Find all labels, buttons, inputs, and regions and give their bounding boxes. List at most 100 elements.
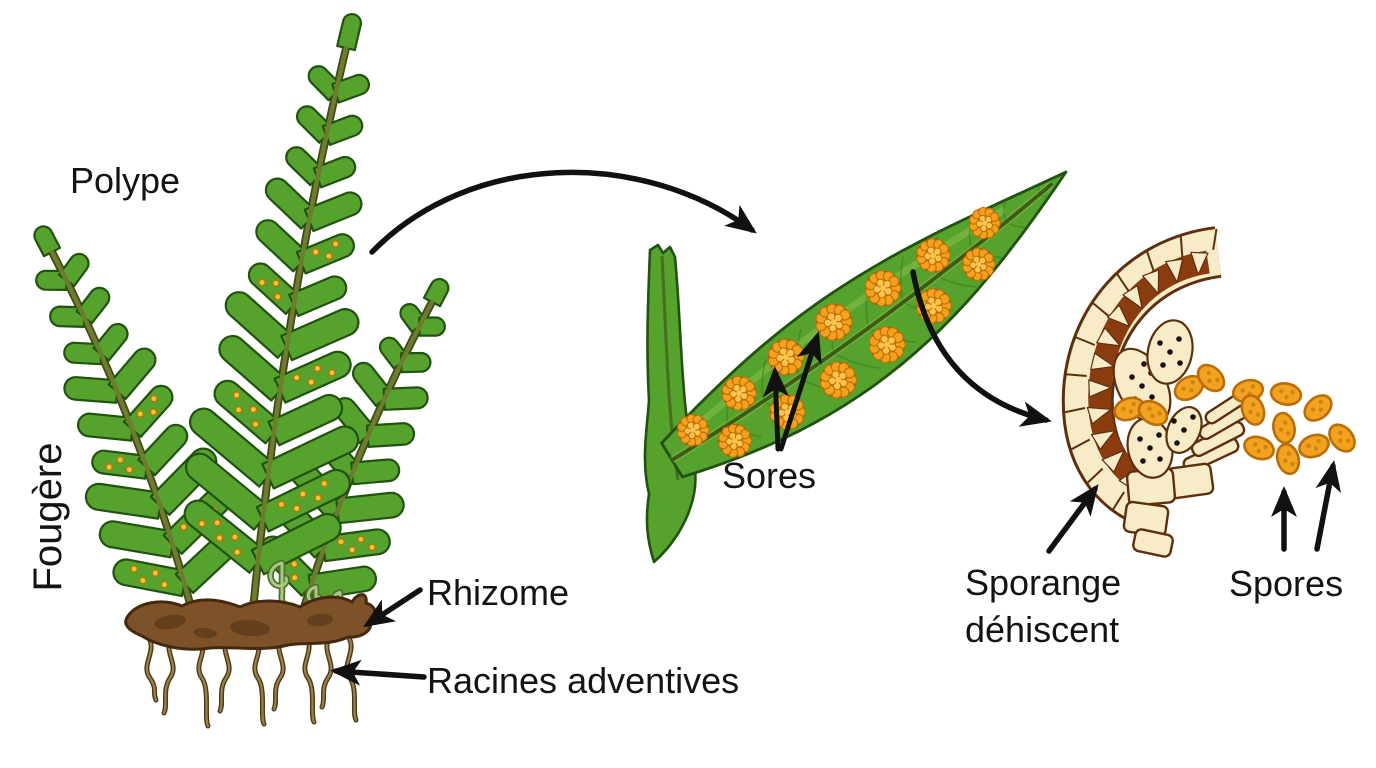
sporangium-cell-divider bbox=[1092, 302, 1110, 318]
cell-dot bbox=[1149, 394, 1155, 400]
fern-pinna bbox=[98, 520, 176, 559]
fern-pinna bbox=[63, 376, 120, 404]
fern-sorus-dot bbox=[277, 500, 286, 509]
annulus-tooth bbox=[1107, 304, 1130, 327]
sporangium-cell-divider bbox=[1070, 438, 1091, 451]
annulus-tooth bbox=[1122, 285, 1143, 310]
fern-pinna bbox=[307, 565, 378, 601]
fern-pinna bbox=[218, 334, 290, 402]
adventitious-root-core bbox=[320, 634, 333, 709]
fern-pinna bbox=[295, 233, 355, 275]
sporangium-cell-divider bbox=[1086, 467, 1104, 484]
spore bbox=[1137, 399, 1169, 427]
cell-dot bbox=[1157, 456, 1163, 462]
spore bbox=[1243, 435, 1275, 461]
sorus-cluster bbox=[721, 375, 757, 412]
fern-pinna bbox=[273, 350, 352, 404]
rhizome-texture bbox=[154, 614, 186, 630]
spore bbox=[1275, 442, 1301, 476]
spore bbox=[1303, 394, 1333, 422]
sporangium-cell-divider bbox=[1146, 251, 1155, 272]
fern-sorus-dot bbox=[337, 538, 345, 546]
fern-sorus-dot bbox=[215, 534, 224, 542]
fern-pinna bbox=[255, 219, 311, 273]
fern-pinna bbox=[366, 422, 416, 448]
frond-stem bbox=[49, 249, 198, 625]
arrow-frond-to-fertile-pinna bbox=[369, 169, 757, 255]
fern-pinna bbox=[336, 12, 362, 52]
fern-pinna bbox=[320, 528, 391, 563]
annulus-tooth bbox=[1190, 251, 1209, 276]
label-dehiscent-sporangium-line2: déhiscent bbox=[965, 608, 1120, 650]
label-rhizome: Rhizome bbox=[427, 572, 570, 613]
leaf-vein bbox=[833, 352, 882, 369]
fern-sorus-dot bbox=[325, 252, 333, 260]
frond-stem bbox=[249, 45, 349, 623]
cell-dot bbox=[1171, 418, 1177, 424]
fern-sorus-dot bbox=[290, 560, 299, 568]
cell-dot bbox=[1167, 349, 1173, 355]
sporangium-cell-divider bbox=[1064, 407, 1086, 414]
sporangium-cell bbox=[1132, 528, 1174, 558]
sorus-cluster bbox=[916, 238, 951, 273]
cell-dot bbox=[1160, 362, 1166, 368]
fern-pinna bbox=[285, 146, 326, 187]
fern-sorus-dot bbox=[314, 494, 322, 502]
fern-sorus-dot bbox=[116, 456, 125, 464]
sorus-cluster bbox=[864, 269, 902, 307]
fern-pinna bbox=[213, 379, 284, 445]
fern-pinna bbox=[331, 73, 371, 104]
arrow-sporange bbox=[1046, 484, 1099, 554]
fern-sorus-dot bbox=[313, 364, 322, 373]
fern-pinna bbox=[84, 482, 164, 520]
arrow-rhizome bbox=[362, 587, 423, 628]
fern-sorus-dot bbox=[290, 573, 299, 582]
sporangium-cell-divider bbox=[1116, 273, 1130, 292]
fern-sorus-dot bbox=[160, 580, 169, 589]
sorus-cluster bbox=[962, 247, 996, 282]
label-spores: Spores bbox=[1229, 563, 1344, 604]
leaf-vein bbox=[937, 275, 976, 288]
arrow-spores-diagonal bbox=[1314, 460, 1342, 552]
cell-dot bbox=[1177, 360, 1183, 366]
fern-sorus-dot bbox=[179, 523, 188, 531]
spore bbox=[1196, 363, 1226, 393]
fern-sorus-dot bbox=[299, 490, 307, 498]
sorus-cluster bbox=[815, 303, 853, 341]
label-dehiscent-sporangium-line1: Sporange bbox=[965, 562, 1122, 603]
fern-sorus-dot bbox=[251, 420, 260, 428]
fern-pinna bbox=[107, 347, 157, 400]
sorus-cluster bbox=[968, 206, 1001, 240]
fern-pinna bbox=[188, 407, 278, 488]
fern-pinna bbox=[351, 361, 394, 407]
leaf-vein bbox=[761, 358, 767, 402]
fern-sorus-dot bbox=[258, 278, 266, 287]
fern-sorus-dot bbox=[272, 279, 280, 287]
fertile-pinna-illustration bbox=[643, 170, 1068, 564]
sorus-cluster bbox=[676, 413, 710, 447]
fern-sorus-dot bbox=[357, 535, 365, 544]
label-frond: Polype bbox=[70, 160, 181, 201]
annulus-tooth bbox=[1086, 406, 1112, 425]
fern-pinna bbox=[350, 458, 401, 486]
fern-pinna bbox=[261, 425, 360, 490]
cell-dot bbox=[1174, 440, 1180, 446]
fern-sorus-dot bbox=[151, 569, 160, 577]
fern-sorus-dot bbox=[348, 546, 356, 554]
sporangium-cell-divider bbox=[1179, 236, 1184, 258]
fern-sorus-dot bbox=[149, 408, 158, 416]
spore bbox=[1173, 374, 1205, 402]
fern-sorus-dot bbox=[105, 463, 113, 471]
cell-dot bbox=[1157, 340, 1163, 346]
fern-pinna bbox=[183, 499, 268, 574]
annulus-tooth bbox=[1142, 269, 1160, 295]
fern-sorus-dot bbox=[150, 394, 158, 403]
arrow-racines-adventives bbox=[330, 659, 427, 686]
dehiscent-sporangium-illustration bbox=[1061, 226, 1248, 558]
cell-dot bbox=[1176, 336, 1182, 342]
fern-sorus-dot bbox=[274, 293, 282, 301]
spore bbox=[1328, 423, 1356, 453]
adventitious-root-core bbox=[303, 634, 316, 724]
annulus-tooth bbox=[1101, 450, 1125, 473]
leaf-vein bbox=[899, 256, 904, 303]
